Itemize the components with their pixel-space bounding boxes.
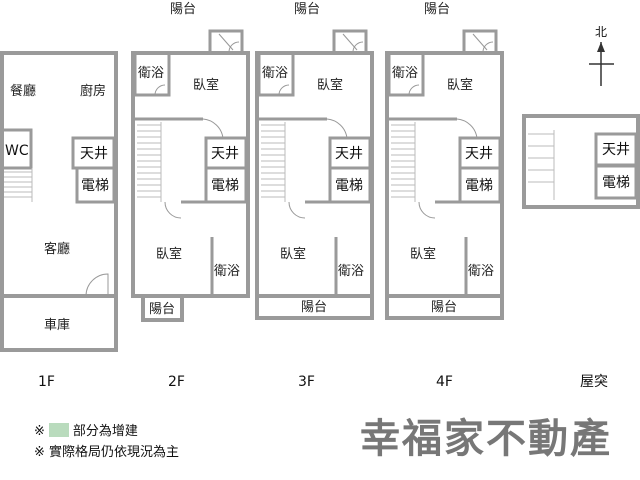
floor-f3: 陽台 衛浴 臥室 天井 電梯 臥室 衛浴 陽台 xyxy=(255,2,374,320)
room-bedroom-top: 臥室 xyxy=(317,77,343,93)
stairs xyxy=(4,168,33,202)
skylight: 天井 xyxy=(211,146,239,162)
addition-swatch xyxy=(48,423,69,437)
north-label: 北 xyxy=(595,25,607,39)
room-living: 客廳 xyxy=(44,241,70,257)
elevator: 電梯 xyxy=(211,178,239,194)
room-bathroom-top: 衛浴 xyxy=(392,66,418,81)
elevator: 電梯 xyxy=(335,178,363,194)
floor-label-roof: 屋突 xyxy=(580,374,608,390)
room-bedroom-bottom: 臥室 xyxy=(280,246,306,262)
floor-label-4f: 4F xyxy=(436,374,453,390)
room-wc: WC xyxy=(5,143,29,159)
floor-roof: 天井 電梯 xyxy=(522,114,640,209)
room-balcony-bottom: 陽台 xyxy=(431,300,457,315)
watermark: 幸福家不動產 xyxy=(360,416,612,462)
floor-label-1f: 1F xyxy=(38,374,55,390)
skylight: 天井 xyxy=(335,146,363,162)
room-bedroom-top: 臥室 xyxy=(447,77,473,93)
skylight: 天井 xyxy=(602,142,630,158)
elevator: 電梯 xyxy=(465,178,493,194)
room-balcony-top: 陽台 xyxy=(424,2,450,17)
note-mark: ※ xyxy=(34,424,45,439)
room-kitchen: 廚房 xyxy=(80,83,106,99)
north-arrow-icon: 北 xyxy=(589,25,614,86)
room-dining: 餐廳 xyxy=(10,83,36,99)
skylight: 天井 xyxy=(465,146,493,162)
floor-f2: 陽台 衛浴 臥室 天井 電梯 臥室 衛浴 陽台 xyxy=(131,2,250,322)
room-balcony-bottom: 陽台 xyxy=(149,302,175,317)
addition-label: 部分為增建 xyxy=(72,424,138,439)
floor-f4: 陽台 衛浴 臥室 天井 電梯 臥室 衛浴 陽台 xyxy=(385,2,504,320)
room-bedroom-bottom: 臥室 xyxy=(156,246,182,262)
room-balcony-top: 陽台 xyxy=(294,2,320,17)
skylight: 天井 xyxy=(80,146,108,162)
elevator: 電梯 xyxy=(602,175,630,191)
room-bedroom-bottom: 臥室 xyxy=(410,246,436,262)
elevator: 電梯 xyxy=(81,178,109,194)
room-bathroom-top: 衛浴 xyxy=(262,66,288,81)
floor-label-2f: 2F xyxy=(168,374,185,390)
room-bedroom-top: 臥室 xyxy=(193,77,219,93)
room-balcony-top: 陽台 xyxy=(170,2,196,17)
room-bathroom-top: 衛浴 xyxy=(138,66,164,81)
legend-addition: ※ 部分為增建 xyxy=(34,420,138,439)
room-balcony-bottom: 陽台 xyxy=(301,300,327,315)
room-garage: 車庫 xyxy=(44,318,70,333)
floor-1f: 餐廳 廚房 WC 天井 電梯 客廳 車庫 xyxy=(0,51,118,352)
disclaimer: ※ 實際格局仍依現況為主 xyxy=(34,445,180,460)
room-bathroom-bottom: 衛浴 xyxy=(214,264,240,279)
room-bathroom-bottom: 衛浴 xyxy=(338,264,364,279)
room-bathroom-bottom: 衛浴 xyxy=(468,264,494,279)
floor-label-3f: 3F xyxy=(298,374,315,390)
